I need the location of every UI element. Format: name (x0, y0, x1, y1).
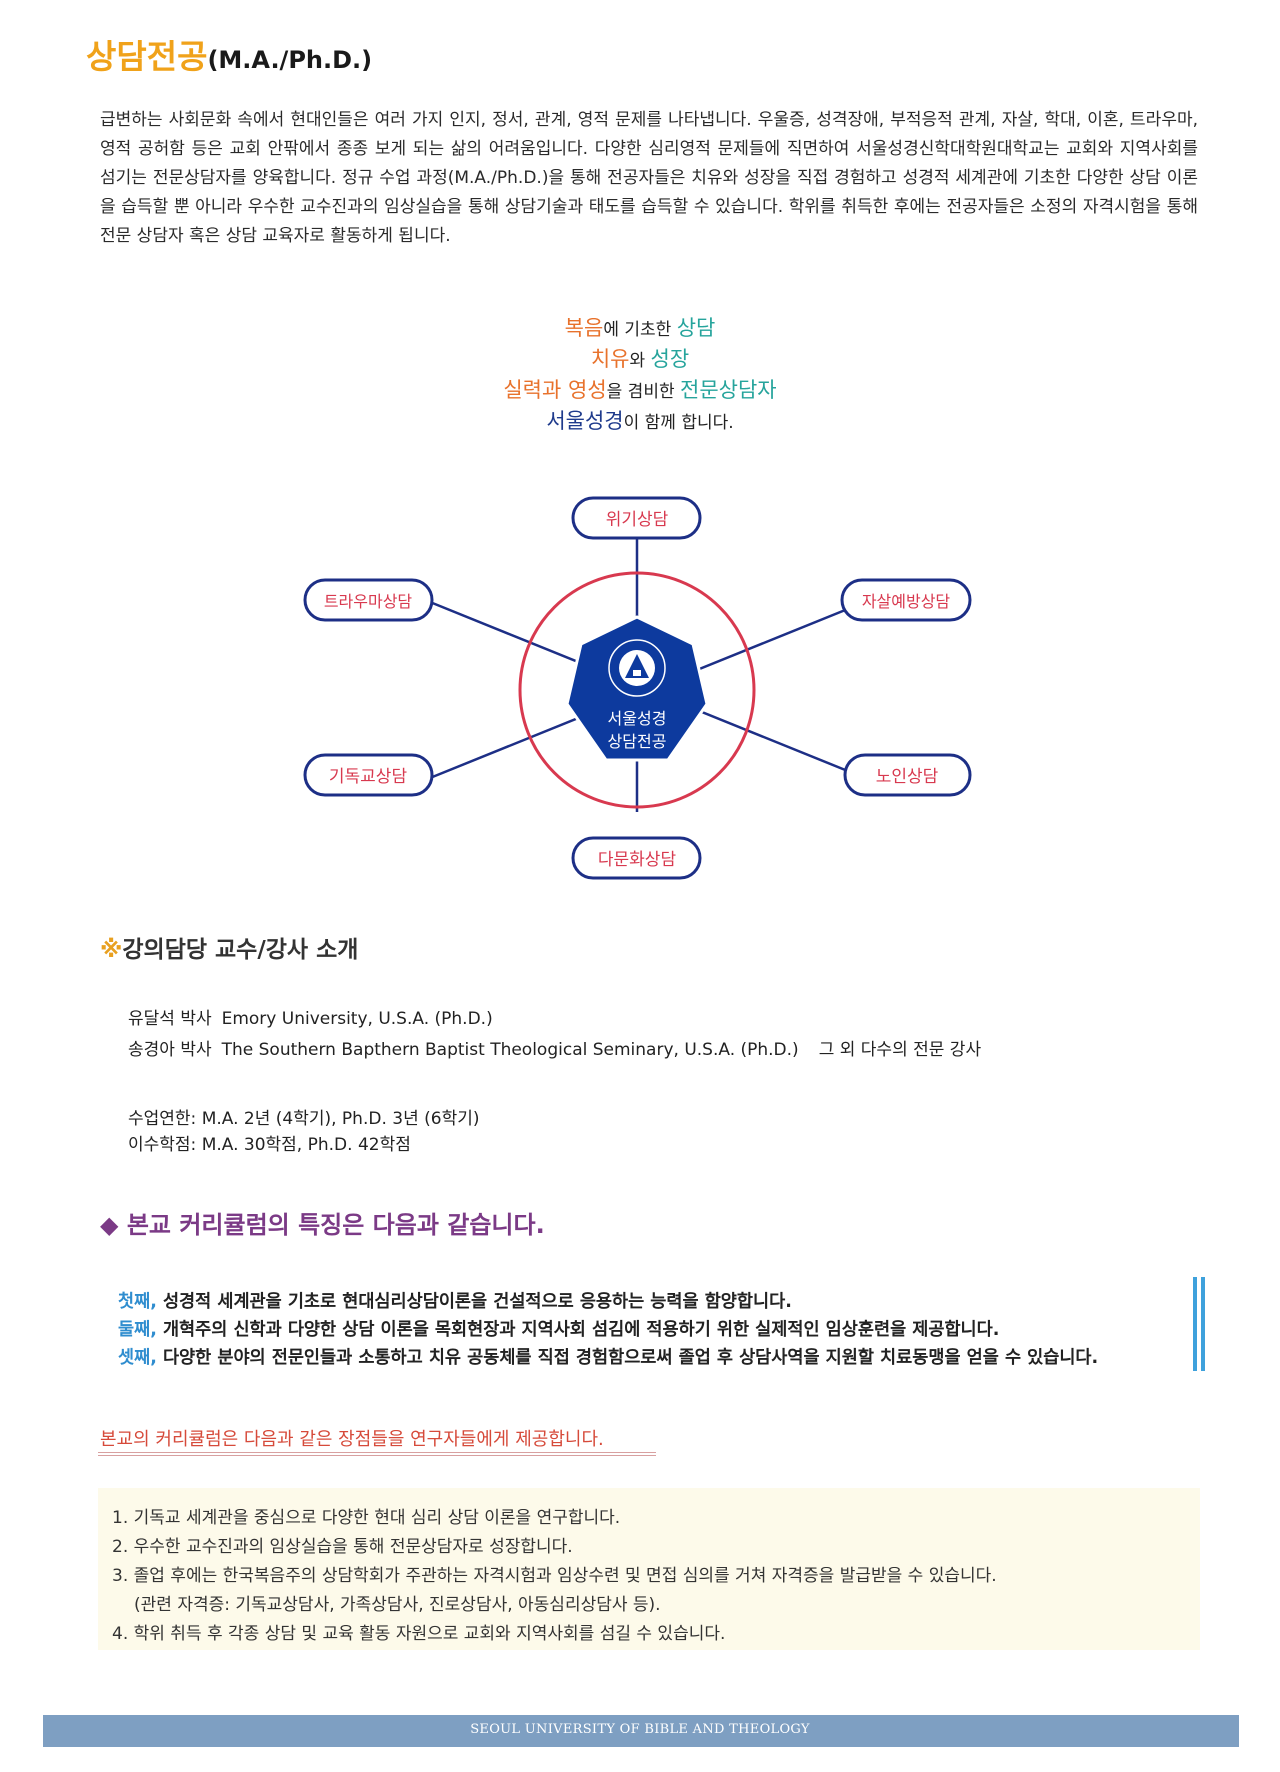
heading-underline (98, 1455, 656, 1456)
node-christian: 기독교상담 (303, 753, 434, 797)
advantage-item: 1. 기독교 세계관을 중심으로 다양한 현대 심리 상담 이론을 연구합니다. (112, 1508, 621, 1528)
lecturers-heading-text: 강의담당 교수/강사 소개 (122, 937, 359, 963)
lecturer-row: 유달석 박사 Emory University, U.S.A. (Ph.D.) (128, 1004, 503, 1029)
program-credits: 이수학점: M.A. 30학점, Ph.D. 42학점 (128, 1135, 411, 1155)
feature-text: 다양한 분야의 전문인들과 소통하고 치유 공동체를 직접 경험함으로써 졸업 … (156, 1348, 1099, 1368)
motto-text: 와 (629, 351, 651, 371)
page-title: 상담전공(M.A./Ph.D.) (86, 30, 372, 78)
counseling-diagram: 서울성경 상담전공 위기상담 트라우마상담 자살예방상담 기독교상담 노인상담 … (303, 496, 972, 880)
motto-line-1: 복음에 기초한 상담 (0, 312, 1280, 342)
feature-accent-bar (1201, 1277, 1205, 1371)
advantage-item: 4. 학위 취득 후 각종 상담 및 교육 활동 자원으로 교회와 지역사회를 … (112, 1624, 726, 1644)
motto-word: 상담 (676, 316, 716, 340)
lecturer-school: The Southern Bapthern Baptist Theologica… (221, 1040, 799, 1060)
svg-text:트라우마상담: 트라우마상담 (324, 592, 413, 611)
page-title-sub: (M.A./Ph.D.) (207, 46, 373, 74)
feature-item: 첫째, 성경적 세계관을 기초로 현대심리상담이론을 건설적으로 응용하는 능력… (118, 1288, 792, 1313)
feature-item: 셋째, 다양한 분야의 전문인들과 소통하고 치유 공동체를 직접 경험함으로써… (118, 1344, 1098, 1369)
motto-text: 이 함께 합니다. (623, 413, 734, 433)
svg-text:다문화상담: 다문화상담 (598, 850, 677, 870)
svg-text:노인상담: 노인상담 (876, 767, 939, 787)
motto-line-2: 치유와 성장 (0, 343, 1280, 373)
node-trauma: 트라우마상담 (303, 578, 434, 622)
advantage-item: 2. 우수한 교수진과의 임상실습을 통해 전문상담자로 성장합니다. (112, 1537, 573, 1557)
svg-text:자살예방상담: 자살예방상담 (862, 592, 951, 611)
advantage-item: 3. 졸업 후에는 한국복음주의 상담학회가 주관하는 자격시험과 임상수련 및… (112, 1566, 997, 1586)
feature-ordinal: 첫째, (118, 1292, 157, 1312)
advantage-item: (관련 자격증: 기독교상담사, 가족상담사, 진로상담사, 아동심리상담사 등… (134, 1595, 661, 1615)
lecturer-school: Emory University, U.S.A. (Ph.D.) (221, 1009, 493, 1029)
node-suicide-prevention: 자살예방상담 (840, 578, 972, 622)
node-elderly: 노인상담 (843, 753, 972, 797)
note-mark: ※ (100, 937, 123, 963)
lecturers-heading: ※강의담당 교수/강사 소개 (100, 930, 358, 964)
motto-word: 성장 (650, 347, 690, 371)
feature-item: 둘째, 개혁주의 신학과 다양한 상담 이론을 목회현장과 지역사회 섬김에 적… (118, 1316, 999, 1341)
lecturer-name: 유달석 박사 (128, 1009, 212, 1029)
outer-ring (518, 571, 756, 809)
lecturer-extra: 그 외 다수의 전문 강사 (818, 1040, 982, 1060)
motto-word: 치유 (590, 347, 630, 371)
advantages-heading: 본교의 커리큘럼은 다음과 같은 장점들을 연구자들에게 제공합니다. (100, 1429, 604, 1450)
page-title-main: 상담전공 (86, 37, 208, 76)
motto-word: 실력과 영성 (503, 378, 607, 402)
feature-text: 성경적 세계관을 기초로 현대심리상담이론을 건설적으로 응용하는 능력을 함양… (156, 1292, 792, 1312)
lecturer-row: 송경아 박사 The Southern Bapthern Baptist Theo… (128, 1035, 991, 1060)
footer-text: SEOUL UNIVERSITY OF BIBLE AND THEOLOGY (470, 1722, 810, 1737)
motto-line-3: 실력과 영성을 겸비한 전문상담자 (0, 374, 1280, 404)
motto-word: 서울성경 (546, 409, 624, 433)
center-heptagon (565, 615, 709, 762)
center-label-2: 상담전공 (608, 732, 667, 751)
node-multicultural: 다문화상담 (571, 836, 702, 880)
center-label-1: 서울성경 (608, 709, 667, 728)
feature-ordinal: 셋째, (118, 1348, 157, 1368)
feature-ordinal: 둘째, (118, 1320, 157, 1340)
heading-underline (98, 1452, 656, 1453)
advantages-box (98, 1488, 1200, 1650)
svg-text:기독교상담: 기독교상담 (329, 767, 408, 787)
svg-text:위기상담: 위기상담 (606, 510, 669, 530)
motto-text: 을 겸비한 (606, 382, 681, 402)
motto-line-4: 서울성경이 함께 합니다. (0, 405, 1280, 435)
feature-text: 개혁주의 신학과 다양한 상담 이론을 목회현장과 지역사회 섬김에 적용하기 … (156, 1320, 1000, 1340)
node-crisis: 위기상담 (571, 496, 702, 540)
motto-word: 복음 (564, 316, 604, 340)
motto-word: 전문상담자 (680, 378, 777, 402)
footer-bar (43, 1715, 1239, 1747)
emblem-icon (608, 639, 666, 697)
program-duration: 수업연한: M.A. 2년 (4학기), Ph.D. 3년 (6학기) (128, 1109, 480, 1129)
lecturer-name: 송경아 박사 (128, 1040, 212, 1060)
motto-text: 에 기초한 (603, 320, 677, 340)
feature-accent-bar (1193, 1277, 1197, 1371)
features-heading: ◆ 본교 커리큘럼의 특징은 다음과 같습니다. (100, 1211, 545, 1239)
intro-paragraph: 급변하는 사회문화 속에서 현대인들은 여러 가지 인지, 정서, 관계, 영적… (100, 110, 1198, 246)
